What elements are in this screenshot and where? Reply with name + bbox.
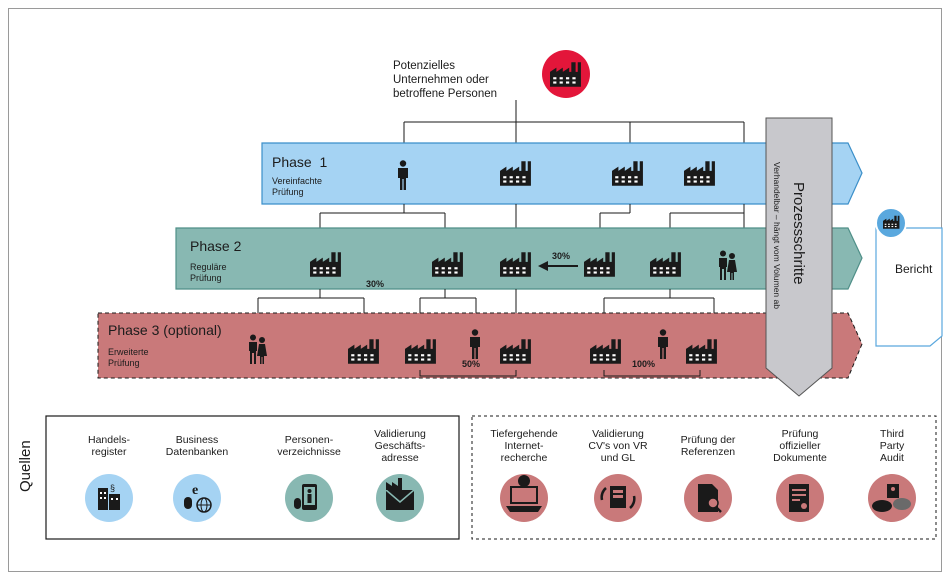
cv-validation-icon [594, 474, 642, 522]
svg-text:e: e [192, 483, 198, 498]
phase2-to-phase3-connectors [257, 289, 715, 313]
phase3-right-percentage: 100% [632, 359, 656, 369]
phase-2-subtitle: Reguläre Prüfung [190, 262, 227, 283]
source-label-referenzen: Prüfung der Referenzen [680, 434, 736, 458]
arrow-left-icon [538, 261, 578, 271]
phase-3-subtitle: Erweiterte Prüfung [108, 347, 149, 368]
svg-text:§: § [110, 483, 115, 493]
quellen-right-box [471, 415, 937, 540]
bericht-document [875, 207, 943, 347]
prozessschritte-subtitle: Verhandelbar – hängt vom Volumen ab [772, 162, 782, 309]
source-label-third-party-audit: Third Party Audit [879, 428, 905, 464]
phase3-left-percentage: 50% [462, 359, 481, 369]
phase-1-band [261, 142, 863, 205]
source-label-offizielle-dokumente: Prüfung offizieller Dokumente [773, 428, 827, 464]
phase-1-subtitle: Vereinfachte Prüfung [272, 176, 323, 197]
prozessschritte-pointer [765, 117, 833, 397]
phase3-brackets [419, 370, 701, 377]
bericht-label: Bericht [895, 262, 933, 276]
third-party-audit-icon [868, 474, 916, 522]
phase1-to-phase2-connectors [319, 204, 745, 228]
source-label-handelsregister: Handels- register [87, 434, 131, 458]
source-label-cv-validierung: Validierung CV's von VR und GL [588, 428, 648, 464]
phase-1-title: Phase 1 [272, 154, 328, 170]
source-label-geschaeftsadresse: Validierung Geschäfts- adresse [374, 428, 426, 464]
address-mail-icon [376, 474, 424, 522]
quellen-left-box [45, 415, 460, 540]
arrow-percentage: 30% [552, 251, 571, 261]
source-label-internetrecherche: Tiefergehende Internet- recherche [490, 428, 558, 464]
internet-research-icon [500, 474, 548, 522]
source-label-business-datenbanken: Business Datenbanken [165, 434, 229, 458]
quellen-label: Quellen [17, 440, 34, 492]
source-label-personenverzeichnisse: Personen- verzeichnisse [277, 434, 341, 458]
phase-3-title: Phase 3 (optional) [108, 322, 222, 338]
reference-check-icon [684, 474, 732, 522]
phase-3-band [97, 312, 863, 379]
top-entity-label: Potenzielles Unternehmen oder betroffene… [393, 60, 498, 100]
phase2-percentage: 30% [366, 279, 385, 289]
phase-2-title: Phase 2 [190, 238, 242, 254]
prozessschritte-title: Prozessschritte [790, 182, 807, 285]
official-documents-icon [776, 474, 824, 522]
building-register-icon: § [85, 474, 133, 522]
internet-database-icon: e [173, 474, 221, 522]
person-directory-icon [285, 474, 333, 522]
top-connectors [403, 100, 745, 143]
